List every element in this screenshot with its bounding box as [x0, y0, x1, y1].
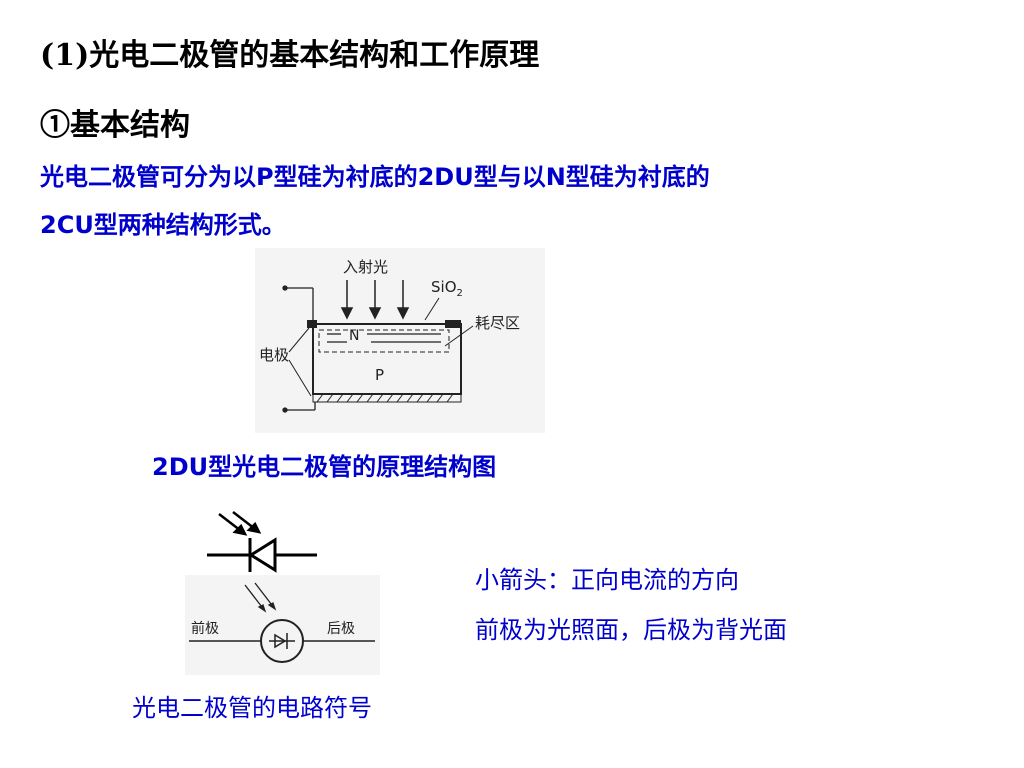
light-arrows-icon: [218, 511, 262, 536]
n-region-hatch: [327, 333, 441, 343]
small-light-arrows-icon: [244, 582, 277, 613]
front-pole-label: 前极: [191, 620, 219, 637]
depletion-region-outline: [318, 329, 450, 353]
photodiode-structure-diagram: 入射光 SiO2 N P 耗尽区 电极: [255, 248, 545, 433]
body-text-line-2: 2CU型两种结构形式。: [40, 211, 286, 239]
page-title: (1)光电二极管的基本结构和工作原理: [40, 38, 540, 73]
structure-caption: 2DU型光电二极管的原理结构图: [152, 453, 497, 481]
front-electrode-right: [445, 320, 461, 328]
back-electrode-hatch: [316, 393, 454, 403]
electrode-pointers: [288, 327, 312, 397]
section-heading: ①基本结构: [40, 108, 190, 143]
electrode-leads: [282, 285, 316, 413]
electrode-label: 电极: [259, 346, 289, 364]
p-region-label: P: [375, 366, 384, 384]
photodiode-symbol-large: [207, 511, 317, 573]
photodiode-symbol-small: 前极 后极: [185, 575, 380, 675]
arrow-direction-note: 小箭头：正向电流的方向: [475, 566, 739, 594]
body-text-line-1: 光电二极管可分为以P型硅为衬底的2DU型与以N型硅为衬底的: [40, 163, 710, 191]
incident-light-arrows: [340, 280, 410, 320]
depletion-label: 耗尽区: [475, 314, 520, 332]
sio2-label: SiO2: [431, 278, 463, 299]
sio2-pointer: [424, 297, 440, 321]
symbol-caption: 光电二极管的电路符号: [132, 694, 372, 722]
depletion-pointer: [444, 325, 474, 347]
incident-light-label: 入射光: [343, 258, 388, 276]
poles-note: 前极为光照面，后极为背光面: [475, 616, 787, 644]
front-electrode-left: [307, 320, 317, 328]
n-region-label: N: [349, 328, 359, 344]
back-pole-label: 后极: [327, 621, 355, 637]
